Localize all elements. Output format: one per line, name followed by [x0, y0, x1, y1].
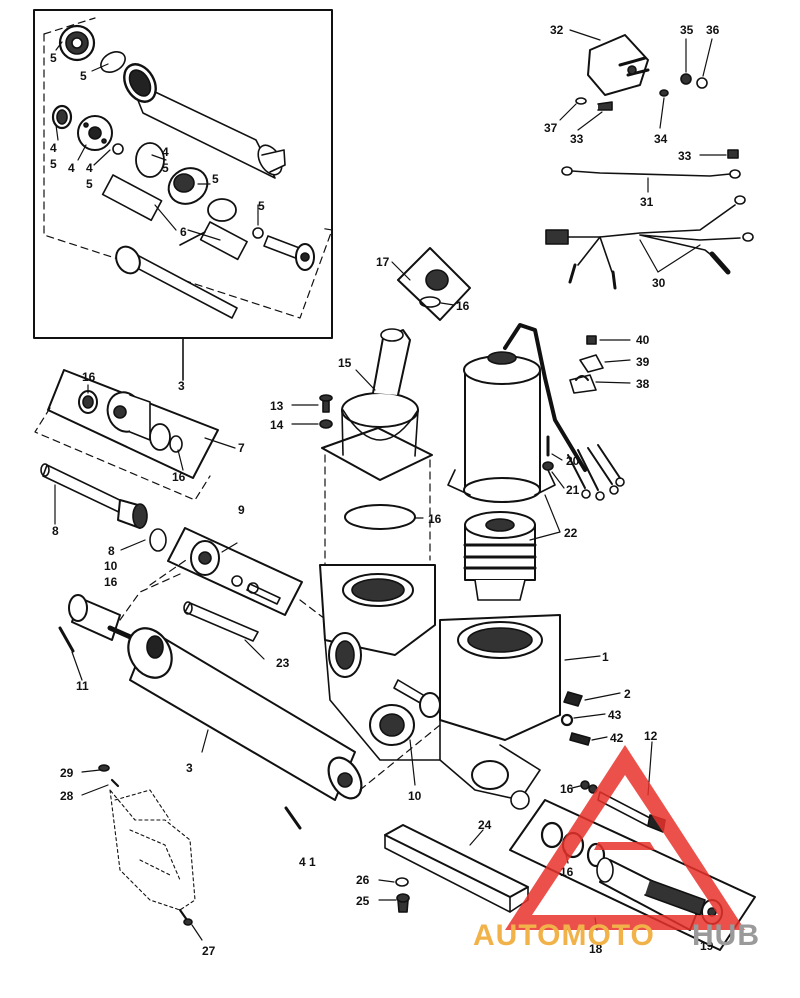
- callout-40: 40: [636, 333, 650, 347]
- callout-34: 34: [654, 132, 668, 146]
- callout-5: 5: [86, 177, 93, 191]
- callout-41: 4 1: [299, 855, 316, 869]
- manifold-body: [319, 564, 561, 810]
- callout-3: 3: [178, 379, 185, 393]
- callout-10: 10: [104, 559, 118, 573]
- trim-cylinder: [68, 594, 363, 801]
- callout-18: 18: [589, 942, 603, 956]
- callout-38: 38: [636, 377, 650, 391]
- plug-2: [563, 691, 583, 707]
- callout-11: 11: [76, 679, 89, 693]
- callout-26: 26: [356, 873, 370, 887]
- callout-22: 22: [564, 526, 578, 540]
- reservoir-15: [321, 328, 433, 481]
- item-9-kit-box: [167, 527, 303, 616]
- callout-17: 17: [376, 255, 390, 269]
- harness-30: [545, 195, 754, 290]
- callout-43: 43: [608, 708, 622, 722]
- callout-5: 5: [50, 157, 57, 171]
- callout-5: 5: [80, 69, 87, 83]
- piston-head: [77, 115, 113, 151]
- callout-27: 27: [202, 944, 216, 958]
- callout-20: 20: [566, 454, 580, 468]
- callout-13: 13: [270, 399, 284, 413]
- callout-16: 16: [560, 782, 574, 796]
- pin-41: [284, 806, 302, 830]
- pump-assembly: [463, 511, 537, 601]
- watermark-text-automoto: AUTOMOTO: [473, 919, 655, 952]
- callout-4: 4: [68, 161, 75, 175]
- callout-4: 4: [162, 145, 169, 159]
- callout-7: 7: [238, 441, 245, 455]
- callout-16: 16: [82, 370, 96, 384]
- callout-29: 29: [60, 766, 74, 780]
- callout-24: 24: [478, 818, 492, 832]
- callout-31: 31: [640, 195, 654, 209]
- item-17-box: [397, 247, 471, 321]
- callout-37: 37: [544, 121, 558, 135]
- callout-8: 8: [52, 524, 59, 538]
- item-7-kit-box: [34, 369, 219, 501]
- watermark-logo: AUTOMOTO HUB: [473, 745, 760, 952]
- pin-11: [58, 626, 75, 653]
- callout-16: 16: [104, 575, 118, 589]
- solenoid-32: [587, 34, 650, 96]
- callout-15: 15: [338, 356, 352, 370]
- callout-1: 1: [602, 650, 609, 664]
- screw-42: [569, 732, 591, 746]
- callout-5: 5: [258, 199, 265, 213]
- callout-labels: 5 5 4 5 4 4 5 4 5 5 5 6 3 16 7 16 8 8 10…: [50, 23, 720, 958]
- callout-14: 14: [270, 418, 284, 432]
- callout-6: 6: [180, 225, 187, 239]
- callout-8: 8: [108, 544, 115, 558]
- callout-12: 12: [644, 729, 658, 743]
- callout-23: 23: [276, 656, 290, 670]
- callout-42: 42: [610, 731, 624, 745]
- callout-16: 16: [456, 299, 470, 313]
- piston-spool: [167, 167, 209, 205]
- callout-30: 30: [652, 276, 666, 290]
- callout-36: 36: [706, 23, 720, 37]
- callout-32: 32: [550, 23, 564, 37]
- kit-detail-box: [33, 9, 333, 381]
- callout-39: 39: [636, 355, 650, 369]
- end-cap: [58, 24, 96, 62]
- callout-9: 9: [238, 503, 245, 517]
- screw-13: [319, 394, 333, 429]
- trim-rod: [40, 463, 167, 552]
- electric-motor: [447, 323, 625, 503]
- callout-28: 28: [60, 789, 74, 803]
- callout-5: 5: [162, 161, 169, 175]
- callout-33: 33: [570, 132, 584, 146]
- callout-35: 35: [680, 23, 694, 37]
- callout-21: 21: [566, 483, 580, 497]
- callout-4: 4: [86, 161, 93, 175]
- piston-rod: [115, 245, 238, 319]
- callout-16: 16: [428, 512, 442, 526]
- cylinder-shell: [123, 63, 286, 179]
- callout-25: 25: [356, 894, 370, 908]
- callout-5: 5: [50, 51, 57, 65]
- callout-16: 16: [172, 470, 186, 484]
- piston-rod-end: [263, 235, 315, 271]
- leader-lines: [54, 29, 727, 941]
- callout-3: 3: [186, 761, 193, 775]
- pin-23: [183, 601, 259, 642]
- cable-31: [561, 166, 741, 179]
- callout-19: 19: [700, 939, 714, 953]
- watermark-triangle: [505, 745, 745, 930]
- plate-24: [384, 824, 529, 913]
- callout-16: 16: [560, 865, 574, 879]
- screw-25: [396, 893, 410, 913]
- callout-33: 33: [678, 149, 692, 163]
- callout-4: 4: [50, 141, 57, 155]
- callout-10: 10: [408, 789, 422, 803]
- watermark-text-hub: HUB: [692, 919, 760, 952]
- mounting-bracket: [109, 789, 196, 911]
- callout-2: 2: [624, 687, 631, 701]
- callout-5: 5: [212, 172, 219, 186]
